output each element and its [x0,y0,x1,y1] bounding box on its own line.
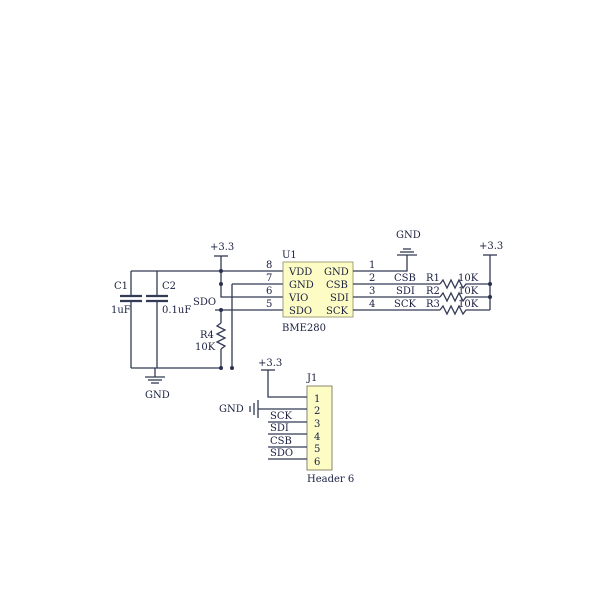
u1-pin-vio-name: VIO [288,293,308,304]
gnd-symbol-caps: GND [145,368,170,401]
gnd-label-caps: GND [145,390,170,401]
r4-section: SDO R4 10K [193,297,283,370]
u1-pin4-num: 4 [369,299,375,310]
u1-pin5-num: 5 [266,299,272,310]
u1-ref: U1 [282,250,297,261]
c1-value: 1uF [111,305,131,316]
u1-part: BME280 [282,323,326,334]
power-label-j1: +3.3 [258,358,282,369]
j1-pin6-num: 6 [314,457,320,468]
j1-sck-label: SCK [270,411,293,422]
u1-pin8-num: 8 [266,260,272,271]
j1-sdo-label: SDO [270,448,293,459]
power-symbol-u1: +3.3 [210,242,234,271]
u1-pin-vdd-name: VDD [288,267,312,278]
j1-part: Header 6 [307,474,354,485]
sdo-net-label: SDO [193,297,216,308]
gnd-label-j1: GND [219,404,244,415]
r2-value: 10K [458,286,479,297]
c1-ref: C1 [114,281,128,292]
u1-pin-csb-name: CSB [326,280,348,291]
r1-ref: R1 [426,273,440,284]
u1-pin-sdi-name: SDI [330,293,349,304]
u1-pin2-num: 2 [369,273,375,284]
power-label-u1: +3.3 [210,242,234,253]
u1-pin3-num: 3 [369,286,375,297]
csb-net-label: CSB [394,273,416,284]
r1-value: 10K [458,273,479,284]
sdi-net-label: SDI [396,286,415,297]
j1-csb-label: CSB [270,436,292,447]
u1-right-wiring: GND +3.3 CSB SDI SCK R1 R2 R3 10K 10K 10… [353,230,503,316]
j1-pin1-num: 1 [314,394,320,405]
j1-pin4-num: 4 [314,432,320,443]
u1-pin7-num: 7 [266,273,272,284]
j1-pin3-num: 3 [314,419,320,430]
r2-ref: R2 [426,286,440,297]
gnd-label-u1: GND [396,230,421,241]
r4-value: 10K [195,342,216,353]
u1-pin-gnd2-name: GND [324,267,349,278]
j1-pin2-num: 2 [314,406,320,417]
u1-pin-gnd-name: GND [289,280,314,291]
j1-ref: J1 [306,373,317,384]
power-label-pullups: +3.3 [479,241,503,252]
j1-pin5-num: 5 [314,444,320,455]
r3-ref: R3 [426,299,440,310]
u1-pin1-num: 1 [369,260,375,271]
sck-net-label: SCK [394,299,417,310]
u1-pin6-num: 6 [266,286,272,297]
vio-wire [220,271,283,298]
j1-sdi-label: SDI [270,423,289,434]
r4-ref: R4 [200,330,214,341]
c2-ref: C2 [162,281,176,292]
capacitor-section: C1 1uF C2 0.1uF [111,270,283,369]
junction-vdd [219,269,223,273]
r3-value: 10K [458,299,479,310]
u1-pin-sck-name: SCK [326,306,349,317]
u1-gnd-wire [231,283,283,368]
c2-value: 0.1uF [162,305,191,316]
u1-pin-sdo-name: SDO [289,306,312,317]
j1-header: J1 Header 6 1 2 3 4 5 6 +3.3 GND SCK SDI… [219,358,354,485]
u1-bme280: U1 BME280 VDD GND VIO SDO GND CSB SDI SC… [266,250,375,334]
junction-vio [219,282,223,286]
